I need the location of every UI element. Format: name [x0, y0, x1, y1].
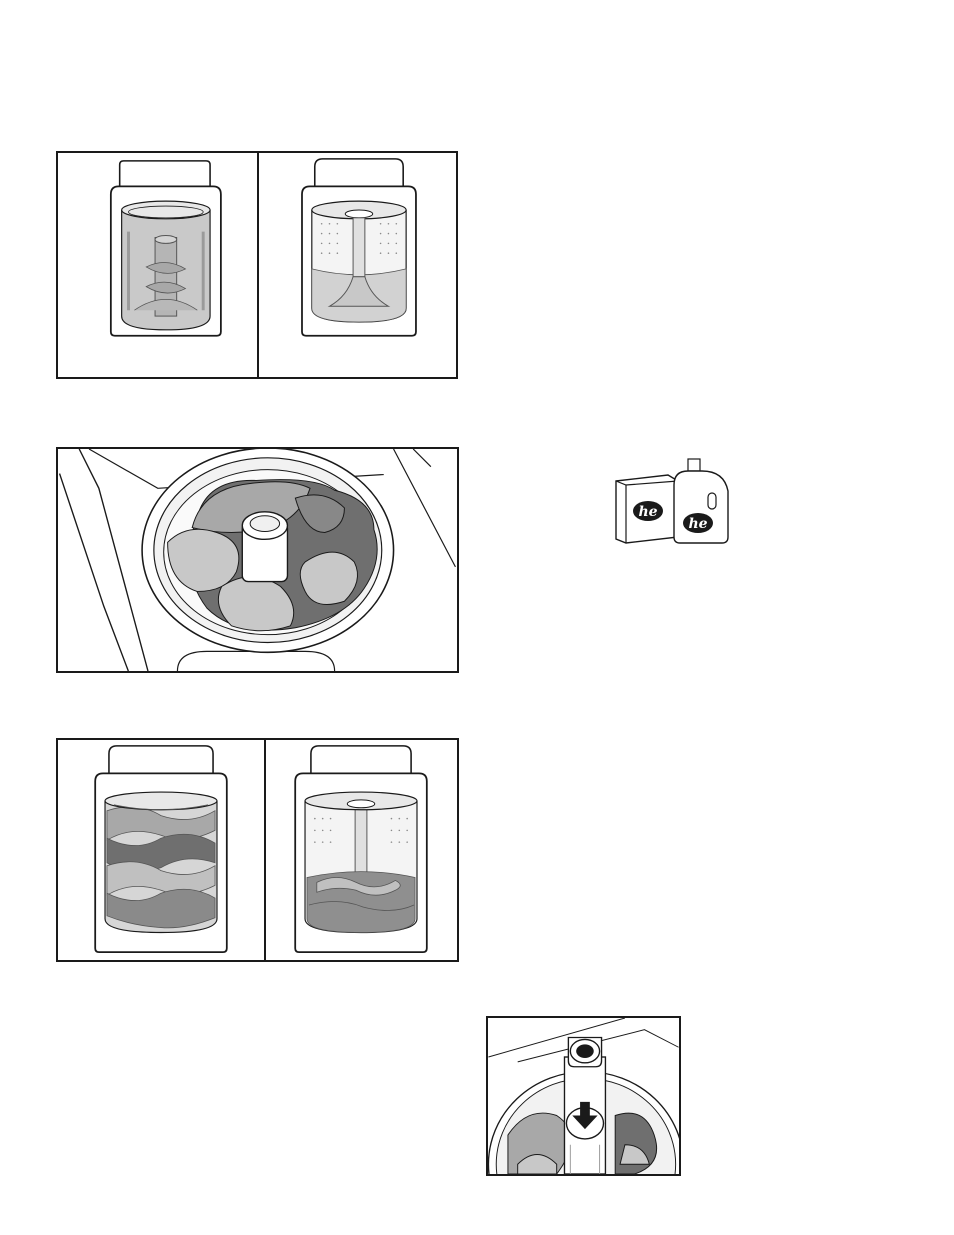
fabric-softener-dispenser-figure [486, 1016, 681, 1176]
he-detergent-illustration: he he [612, 455, 732, 545]
loaded-basket-figure [56, 447, 459, 673]
impeller-loaded-panel [266, 740, 457, 960]
bottle-label: he [688, 516, 707, 532]
impeller-washer-panel [259, 153, 456, 377]
figure-divider [257, 153, 259, 377]
figure-divider [264, 740, 266, 960]
agitator-loaded-panel [58, 740, 264, 960]
box-label: he [638, 504, 657, 520]
loading-comparison-figure [56, 738, 459, 962]
washer-comparison-figure [56, 151, 458, 379]
agitator-washer-panel [58, 153, 258, 377]
down-arrow-icon [572, 1101, 598, 1130]
